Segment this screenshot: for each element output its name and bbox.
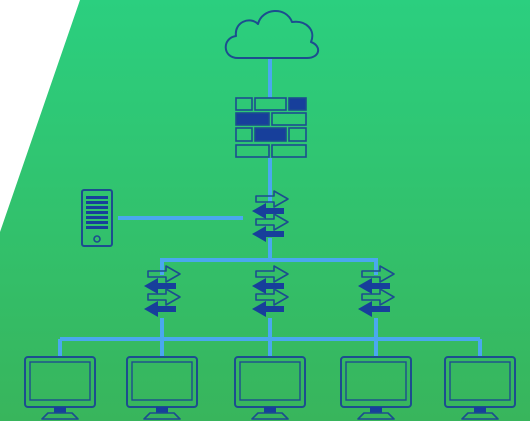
server-tower-icon <box>81 189 113 247</box>
connection-lines <box>58 58 482 356</box>
distribution-bus <box>160 258 378 275</box>
cloud-icon <box>224 10 319 59</box>
firewall-brick-wall-icon <box>235 97 307 158</box>
